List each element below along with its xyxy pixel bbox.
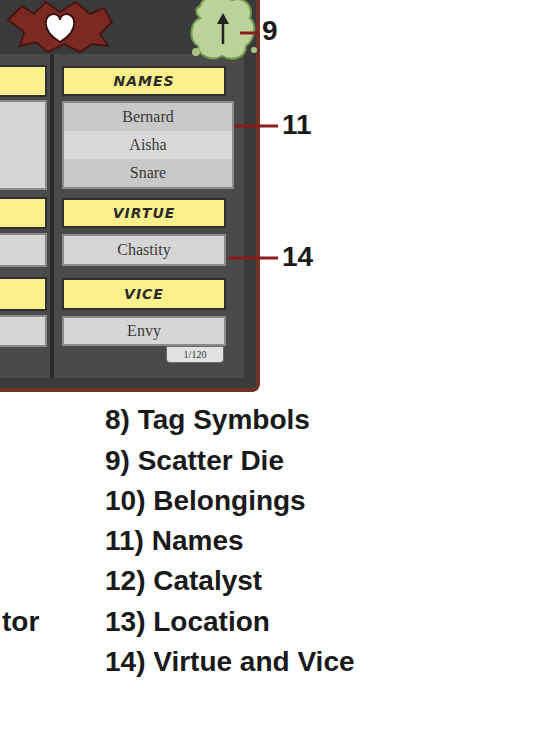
left-header-bar bbox=[0, 66, 46, 96]
left-cell bbox=[0, 234, 46, 266]
header-text: VICE bbox=[124, 286, 164, 302]
leader-line bbox=[240, 32, 258, 35]
cropped-legend-item: tor bbox=[2, 605, 39, 639]
legend-item: 14) Virtue and Vice bbox=[105, 645, 355, 679]
card-inner bbox=[0, 54, 244, 378]
section-header: NAMES bbox=[62, 66, 226, 96]
header-text: NAMES bbox=[113, 73, 174, 89]
thorn-badge bbox=[8, 2, 112, 52]
card-frame bbox=[0, 0, 258, 390]
legend-item: 11) Names bbox=[105, 524, 244, 558]
splatter-dot bbox=[251, 47, 257, 53]
heart-symbol bbox=[46, 14, 75, 42]
value-text: Bernard bbox=[64, 103, 232, 131]
callout-number: 14 bbox=[282, 240, 313, 274]
leader-line bbox=[228, 257, 278, 260]
left-cell bbox=[0, 101, 46, 189]
value-box: Chastity bbox=[62, 234, 226, 266]
section-header: VIRTUE bbox=[62, 198, 226, 228]
scatter-arrowhead bbox=[217, 13, 229, 24]
callout-number: 9 bbox=[262, 14, 278, 48]
callout-number: 11 bbox=[282, 108, 312, 142]
header-text: VIRTUE bbox=[113, 205, 176, 221]
value-text: Chastity bbox=[117, 241, 170, 259]
splatter-dot bbox=[192, 48, 200, 56]
left-header-bar bbox=[0, 278, 46, 310]
legend-item: 12) Catalyst bbox=[105, 564, 262, 598]
leader-line bbox=[228, 125, 278, 128]
value-text: 1/120 bbox=[184, 350, 207, 360]
value-text: Snare bbox=[64, 159, 232, 187]
scatter-die bbox=[191, 0, 254, 59]
legend-item: 10) Belongings bbox=[105, 484, 306, 518]
column-divider bbox=[50, 54, 54, 378]
value-text: Envy bbox=[127, 322, 161, 340]
legend-item: 8) Tag Symbols bbox=[105, 403, 310, 437]
card-number-tag: 1/120 bbox=[166, 346, 224, 363]
left-cell bbox=[0, 316, 46, 346]
legend-item: 9) Scatter Die bbox=[105, 444, 284, 478]
left-header-bar bbox=[0, 198, 46, 228]
section-header: VICE bbox=[62, 278, 226, 310]
names-list: BernardAishaSnare bbox=[62, 101, 234, 189]
value-text: Aisha bbox=[64, 131, 232, 159]
legend-item: 13) Location bbox=[105, 605, 270, 639]
value-box: Envy bbox=[62, 316, 226, 346]
